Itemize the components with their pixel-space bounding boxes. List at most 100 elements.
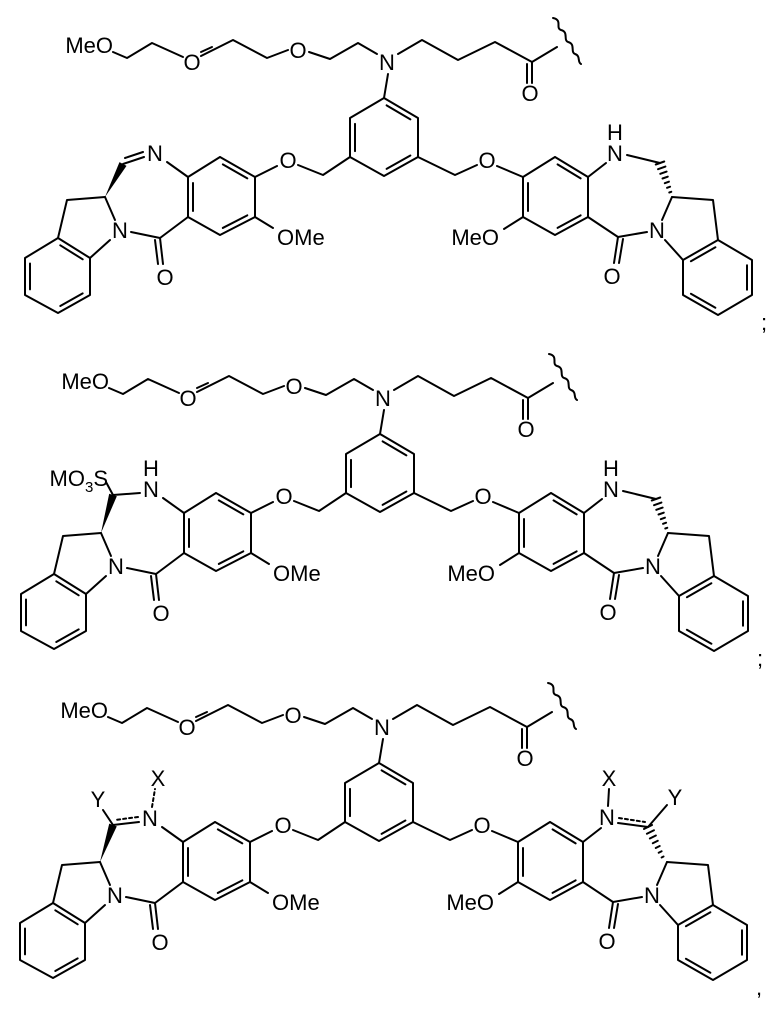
bond xyxy=(90,240,110,258)
peg-chain-bonds xyxy=(113,43,183,58)
bond xyxy=(588,217,618,237)
peg-chain-bonds xyxy=(196,705,283,723)
bond xyxy=(613,897,642,902)
hydrogen-label: H xyxy=(603,456,619,481)
bond xyxy=(380,410,384,434)
double-bond-line xyxy=(558,215,581,228)
ring-bonds xyxy=(21,574,86,649)
wedge-bond xyxy=(100,824,117,862)
x-substituent-label: X xyxy=(151,766,166,791)
bond xyxy=(156,553,184,574)
hash-line xyxy=(659,851,662,852)
ring-bonds xyxy=(20,903,85,978)
bond xyxy=(113,493,140,495)
ring-bonds xyxy=(518,822,583,900)
sulfonate-label: MO3S xyxy=(50,466,108,496)
bond xyxy=(658,533,668,556)
ether-oxygen-label: O xyxy=(178,715,195,740)
bond xyxy=(619,239,623,263)
partial-double-bond xyxy=(115,817,138,820)
hash-line xyxy=(653,841,658,843)
bond xyxy=(155,903,158,929)
hash-line xyxy=(665,182,669,183)
bond xyxy=(614,237,618,263)
double-bond-line xyxy=(219,551,244,564)
central-benzene-ring xyxy=(350,98,418,176)
bond xyxy=(250,882,268,893)
bond xyxy=(151,576,154,600)
right-indoline-benzene xyxy=(678,905,747,980)
benzylic-bonds xyxy=(294,493,346,511)
n-x-bond xyxy=(152,789,155,807)
sulfonate-subscript: 3 xyxy=(85,479,93,496)
lactam-oxygen-label: O xyxy=(598,929,615,954)
wedge-bond xyxy=(101,494,117,533)
indoline-bonds xyxy=(54,533,101,574)
attachment-squiggle-icon xyxy=(549,354,577,400)
attachment-squiggle-icon xyxy=(553,18,581,64)
bond xyxy=(610,573,614,599)
hash-line xyxy=(667,187,670,188)
indoline-nitrogen-label: N xyxy=(649,218,665,243)
right-indoline-benzene xyxy=(683,240,752,315)
ring-bonds xyxy=(350,98,418,176)
bond xyxy=(660,905,678,925)
methoxy-label: OMe xyxy=(277,225,325,250)
bond xyxy=(627,155,660,163)
indoline-bonds xyxy=(58,197,105,238)
carbonyl-oxygen-label: O xyxy=(521,81,538,106)
double-bond-line xyxy=(554,551,577,564)
bond xyxy=(662,197,672,220)
left-indoline-benzene xyxy=(21,574,86,649)
hash-line xyxy=(662,857,664,858)
ring-bonds xyxy=(184,493,251,571)
bond xyxy=(250,831,272,842)
amine-nitrogen-label: N xyxy=(375,386,391,411)
bond xyxy=(156,574,159,600)
bond xyxy=(614,568,643,573)
bond xyxy=(255,217,273,228)
indoline-nitrogen-label: N xyxy=(107,883,123,908)
benzylic-bonds xyxy=(293,822,345,840)
methoxy-label: MeO xyxy=(451,225,499,250)
ring-bonds xyxy=(523,157,588,235)
indoline-nitrogen-label: N xyxy=(645,554,661,579)
double-bond-line xyxy=(223,215,248,228)
bond xyxy=(583,828,601,842)
bond xyxy=(588,163,606,177)
bond xyxy=(131,232,160,238)
bond xyxy=(618,232,647,237)
methoxy-label: MeO xyxy=(60,698,108,723)
bond xyxy=(379,739,383,763)
terminator-punctuation: ; xyxy=(757,646,763,671)
sulfonate-main: MO xyxy=(50,466,85,491)
double-bond-line xyxy=(60,293,82,306)
left-indoline-benzene xyxy=(25,238,90,313)
linker-oxygen-label: O xyxy=(473,813,490,838)
peg-chain-bonds xyxy=(109,379,179,394)
methoxy-label: MeO xyxy=(61,369,109,394)
hash-line xyxy=(663,177,668,179)
peg-chain-bonds xyxy=(201,40,288,58)
linker-oxygen-label: O xyxy=(274,813,291,838)
benzylic-bonds xyxy=(414,493,473,511)
diazepine-nitrogen-label: N xyxy=(599,805,615,830)
double-bond-line xyxy=(55,958,77,971)
imine-bond xyxy=(125,152,143,158)
bond xyxy=(86,576,106,594)
hash-line xyxy=(659,513,664,515)
ring-bonds xyxy=(345,763,413,841)
bond xyxy=(492,831,518,842)
benzylic-bonds xyxy=(418,157,477,175)
double-bond-line xyxy=(56,629,78,642)
ring-bonds xyxy=(519,493,584,571)
bond xyxy=(127,568,156,574)
bond xyxy=(493,502,519,513)
bond xyxy=(583,882,613,902)
amine-nitrogen-label: N xyxy=(374,715,390,740)
methoxy-label: MeO xyxy=(447,561,495,586)
sulfonate-tail: S xyxy=(93,466,108,491)
indoline-nitrogen-label: N xyxy=(644,883,660,908)
bond xyxy=(163,498,184,513)
linker-oxygen-label: O xyxy=(478,148,495,173)
